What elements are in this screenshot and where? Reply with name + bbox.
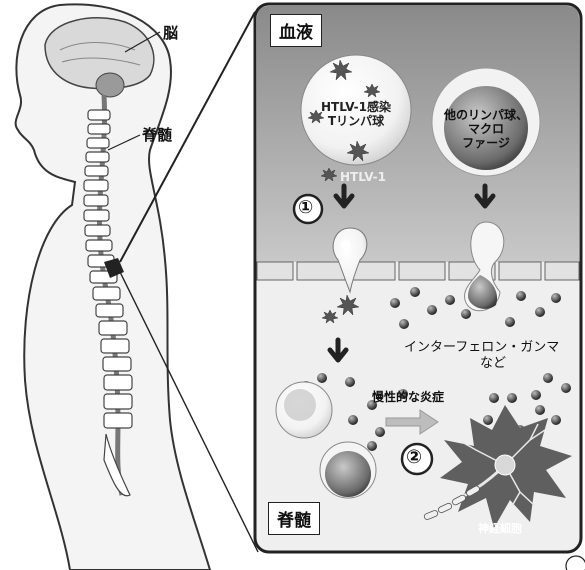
spinal-cord-panel-label: 脊髄 xyxy=(268,502,320,535)
other-cell-label: 他のリンパ球、 マクロ ファージ xyxy=(436,108,536,150)
interferon-label-2: など xyxy=(480,352,506,371)
htlv-cell-label: HTLV-1感染 Tリンパ球 xyxy=(300,100,412,128)
neuron-label: 神経細胞 xyxy=(478,520,522,536)
blood-label: 血液 xyxy=(270,14,322,47)
vessel-wall xyxy=(257,262,579,280)
step1-label: ① xyxy=(298,197,313,218)
corner-circle xyxy=(566,556,585,570)
chronic-inflammation-label: 慢性的な炎症 xyxy=(372,388,444,405)
step2-label: ② xyxy=(406,446,422,468)
virus-label: HTLV-1 xyxy=(340,170,386,184)
